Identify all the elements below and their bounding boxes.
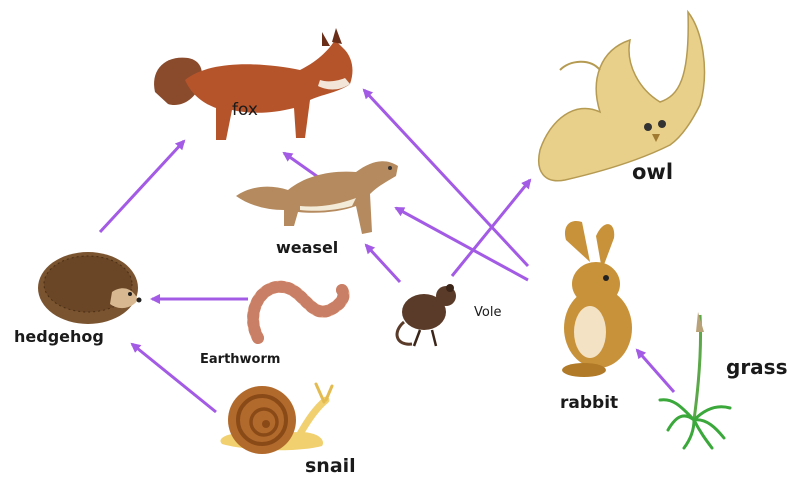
label-weasel: weasel (276, 238, 338, 257)
label-hedgehog: hedgehog (14, 327, 104, 346)
weasel-illustration (236, 161, 398, 234)
label-grass: grass (726, 355, 787, 379)
vole-illustration (397, 284, 456, 346)
earthworm-illustration (253, 287, 343, 338)
arrow-grass-to-rabbit (637, 350, 674, 392)
arrow-weasel-to-fox (284, 153, 318, 177)
arrow-vole-to-weasel (366, 245, 400, 282)
label-earthworm: Earthworm (200, 352, 280, 367)
label-vole: Vole (474, 305, 501, 320)
label-owl: owl (632, 160, 673, 184)
fox-illustration (154, 28, 352, 140)
arrow-hedgehog-to-fox (100, 141, 184, 232)
label-snail: snail (305, 455, 356, 477)
label-fox: fox (232, 100, 258, 120)
arrow-vole-to-owl (452, 180, 530, 276)
label-rabbit: rabbit (560, 393, 618, 413)
snail-illustration (220, 384, 332, 454)
rabbit-illustration (562, 221, 632, 377)
grass-illustration (660, 312, 730, 448)
owl-illustration (539, 12, 705, 181)
hedgehog-illustration (38, 252, 142, 324)
